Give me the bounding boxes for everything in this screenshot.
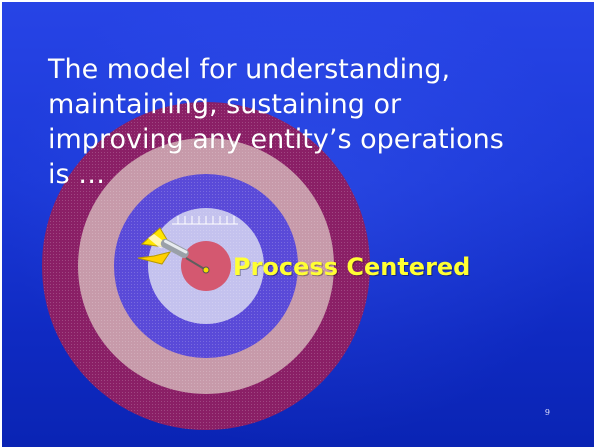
slide-page-number: 9	[544, 408, 550, 417]
dart-tip	[202, 266, 210, 274]
target-bullseye	[181, 241, 231, 291]
dart-barrel	[160, 238, 207, 271]
target-ruler-marks	[172, 216, 238, 225]
slide-title: The model for understanding, maintaining…	[48, 54, 504, 190]
target-rings	[42, 102, 370, 430]
process-centered-label: Process Centered	[233, 253, 471, 281]
